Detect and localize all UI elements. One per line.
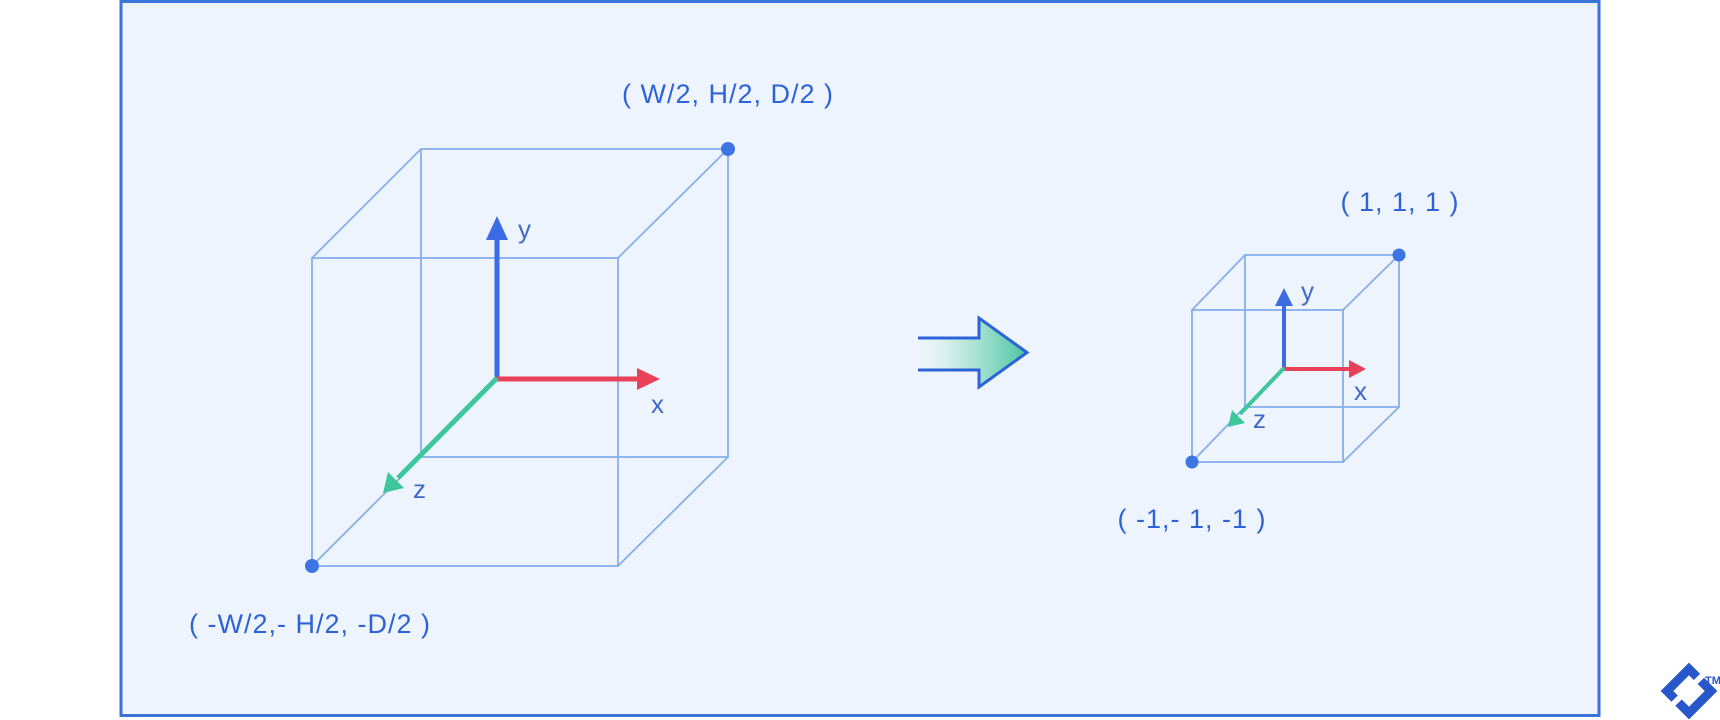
- trademark-label: TM: [1705, 675, 1720, 687]
- z-axis-label: z: [1253, 404, 1266, 434]
- left-cube: y x z ( W/2, H/2, D/2 ) ( -W/2,- H/2, -D…: [189, 79, 834, 639]
- toptal-mark-icon: [1660, 662, 1718, 720]
- left-cube-front-face: [311, 257, 619, 567]
- max-corner-dot: [721, 142, 735, 156]
- y-axis-label: y: [518, 214, 531, 244]
- z-axis-label: z: [413, 474, 426, 504]
- left-cube-back-face: [420, 148, 729, 458]
- right-cube-edge: [1342, 254, 1400, 311]
- right-cube-edge: [1342, 406, 1400, 463]
- right-block-arrow-icon: [918, 315, 1030, 390]
- left-cube-wireframe: [311, 148, 729, 567]
- y-axis-arrowhead-icon: [486, 216, 508, 240]
- min-corner-label: ( -W/2,- H/2, -D/2 ): [189, 609, 431, 639]
- max-corner-label: ( W/2, H/2, D/2 ): [622, 79, 834, 109]
- min-corner-dot: [1185, 455, 1199, 469]
- left-cube-axes: y x z: [383, 214, 664, 504]
- min-corner-dot: [305, 559, 319, 573]
- z-axis-arrowhead-icon: [383, 472, 404, 493]
- toptal-logo: TM: [1660, 662, 1720, 720]
- right-cube-front-face: [1191, 309, 1344, 463]
- right-cube-edge: [1191, 254, 1246, 311]
- logo-slash-gap: [1668, 670, 1708, 709]
- x-axis-arrowhead-icon: [1349, 360, 1366, 378]
- min-corner-label: ( -1,- 1, -1 ): [1117, 504, 1266, 534]
- diagram-panel: [119, 0, 1601, 717]
- y-axis-arrowhead-icon: [1275, 288, 1293, 306]
- z-axis: [396, 376, 499, 480]
- right-cube-back-face: [1244, 254, 1400, 408]
- x-axis-label: x: [1354, 376, 1367, 406]
- right-cube-axes: y x z: [1228, 276, 1367, 434]
- x-axis-arrowhead-icon: [637, 368, 660, 390]
- left-cube-edge: [617, 148, 729, 259]
- max-corner-dot: [1392, 248, 1406, 262]
- max-corner-label: ( 1, 1, 1 ): [1340, 187, 1459, 217]
- right-cube: y x z ( 1, 1, 1 ) ( -1,- 1, -1 ): [1117, 187, 1459, 534]
- x-axis-label: x: [651, 389, 664, 419]
- y-axis-label: y: [1301, 276, 1314, 306]
- z-axis-arrowhead-icon: [1228, 410, 1245, 427]
- right-cube-wireframe: [1191, 254, 1400, 463]
- left-cube-edge: [617, 456, 729, 567]
- z-axis: [1238, 366, 1286, 416]
- left-cube-edge: [311, 148, 422, 259]
